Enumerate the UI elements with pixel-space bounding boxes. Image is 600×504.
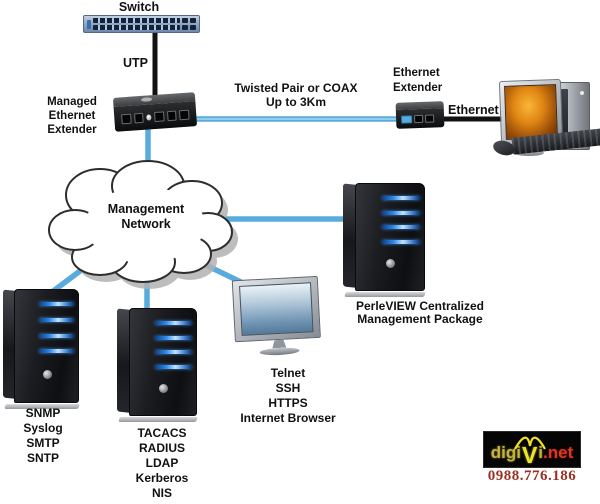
managed-extender-device	[112, 92, 198, 132]
server-led-stripe	[382, 225, 420, 230]
phone-number: 0988.776.186	[487, 468, 577, 484]
blue-cable-plug	[400, 114, 413, 124]
rj45-port	[166, 110, 178, 121]
server-led-stripe	[39, 302, 75, 307]
switch-label: Switch	[118, 0, 160, 14]
admin-console-monitor	[231, 275, 324, 368]
workstation-screen	[504, 84, 558, 140]
remote-extender-device	[395, 101, 445, 129]
server-led-stripe	[155, 350, 193, 355]
monitor-stand-base	[259, 346, 300, 357]
auth-server-graphic	[117, 308, 198, 422]
device-front-face	[395, 108, 445, 129]
server-brand-logo	[386, 259, 396, 269]
server-brand-logo	[159, 384, 169, 394]
cloud-fill	[85, 187, 205, 263]
server-brand-logo	[42, 369, 52, 379]
device-highlight	[140, 97, 153, 102]
server-led-stripe	[382, 240, 420, 245]
logo-text-i: i	[538, 443, 544, 462]
switch-port-row	[93, 25, 180, 30]
drive-bay	[561, 89, 568, 135]
server-front-panel	[355, 183, 425, 292]
server-led-stripe	[155, 365, 193, 370]
server-led-stripe	[39, 318, 75, 322]
logo-swoosh-icon	[513, 436, 546, 450]
monitoring-server-graphic	[3, 289, 80, 409]
ethernet-link-label: Ethernet	[448, 103, 499, 117]
server-led-stripe	[39, 333, 75, 338]
admin-console-label: Telnet SSH HTTPS Internet Browser	[240, 366, 336, 425]
monitor-stand-neck	[272, 340, 286, 349]
utp-link-label: UTP	[123, 56, 148, 70]
management-network-cloud-label: Management Network	[107, 202, 185, 231]
managed-extender-label: Managed Ethernet Extender	[47, 96, 97, 136]
server-led-stripe	[382, 195, 420, 200]
power-button	[580, 91, 584, 95]
server-base	[118, 417, 198, 422]
rj45-port	[424, 114, 435, 123]
logo-text-digi: digi	[490, 443, 521, 462]
server-led-stripe	[382, 210, 420, 215]
server-base	[344, 292, 426, 297]
switch-device	[83, 15, 200, 33]
server-led-stripe	[155, 335, 193, 340]
perleview-server-graphic	[343, 183, 426, 297]
switch-port-row	[93, 18, 180, 23]
server-led-stripe	[155, 320, 193, 325]
server-led-stripe	[39, 349, 75, 354]
switch-port-grid	[93, 18, 180, 30]
rj45-port	[121, 113, 132, 124]
logo-text-v: V	[513, 436, 546, 467]
switch-badge	[87, 19, 91, 29]
server-front-panel	[14, 289, 79, 403]
remote-extender-label: Ethernet Extender	[393, 67, 443, 94]
monitor-screen	[239, 282, 314, 336]
twisted-pair-link-label: Twisted Pair or COAX Up to 3Km	[234, 81, 358, 109]
server-front-panel	[129, 308, 197, 417]
rj45-port	[133, 112, 144, 123]
rj45-port	[413, 114, 424, 123]
led-indicator	[146, 113, 152, 121]
monitoring-server-label: SNMP Syslog SMTP SNTP	[23, 406, 63, 465]
rj45-port	[179, 109, 190, 120]
perleview-server-label: PerleVIEW Centralized Management Package	[355, 299, 485, 326]
auth-server-label: TACACS RADIUS LDAP Kerberos NIS	[135, 426, 189, 500]
digivi-logo: digi V i .net	[483, 431, 581, 468]
rj45-port	[154, 110, 165, 122]
monitor-frame	[231, 275, 321, 343]
logo-text-net: .net	[543, 443, 574, 462]
switch-uplink-ports	[182, 18, 196, 30]
